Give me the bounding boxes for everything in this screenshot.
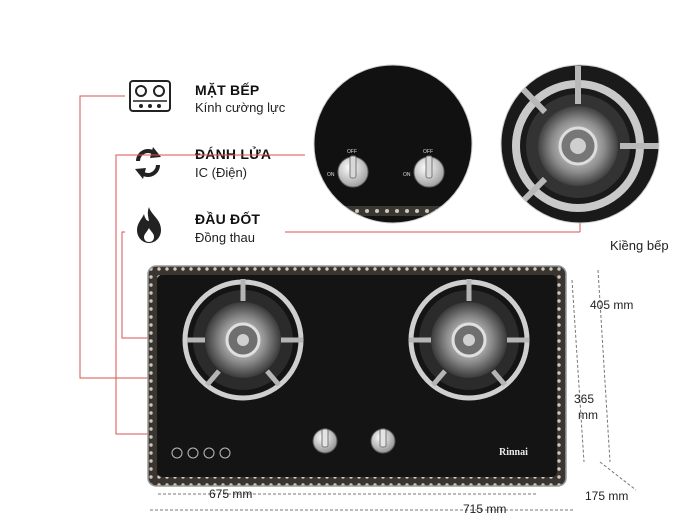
dimension-height-inner-value: 365 (574, 392, 595, 406)
dimension-depth: 175 mm (585, 489, 629, 503)
knob-label-on-left: ON (327, 172, 335, 178)
flame-icon (135, 206, 163, 244)
feature-title-cooktop: MẶT BẾP (195, 82, 260, 98)
pan-support-label: Kiềng bếp (610, 238, 669, 253)
feature-subtitle-burner: Đồng thau (195, 230, 255, 245)
feature-title-burner: ĐẦU ĐỐT (195, 211, 261, 227)
dimension-width-outer: 715 mm (463, 502, 507, 516)
burner-zoom-circle (500, 64, 660, 224)
cooktop-glass: Rinnai (147, 265, 567, 487)
brand-logo: Rinnai (499, 447, 528, 458)
burner-left (182, 279, 304, 401)
feature-subtitle-ignition: IC (Điện) (195, 165, 248, 180)
knob-label-off-right: OFF (423, 149, 433, 155)
burner-right (408, 279, 530, 401)
dimension-height-outer: 405 mm (590, 298, 634, 312)
cooktop-icon (129, 80, 171, 112)
callout-line-cooktop (79, 95, 168, 379)
feature-title-ignition: ĐÁNH LỬA (195, 146, 272, 162)
knob-left (312, 428, 338, 454)
knob-right (370, 428, 396, 454)
knob-zoom-circle: OFF OFF ON ON (313, 64, 473, 224)
dimension-height-inner-unit: mm (578, 408, 598, 422)
feature-subtitle-cooktop: Kính cường lực (195, 100, 286, 115)
knob-label-on-right: ON (403, 172, 411, 178)
knob-label-off-left: OFF (347, 149, 357, 155)
dimension-width-inner: 675 mm (209, 487, 253, 501)
